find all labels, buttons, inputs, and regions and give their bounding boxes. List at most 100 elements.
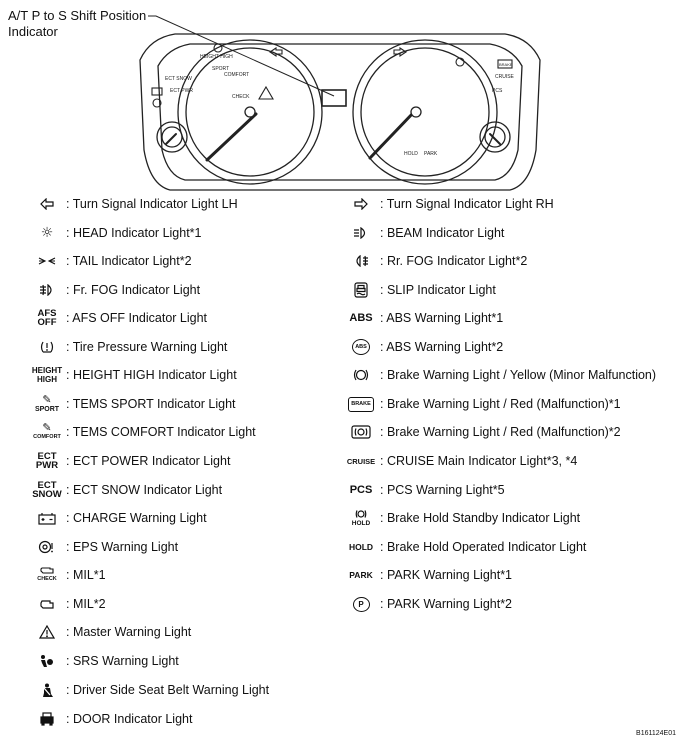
cluster-turn-left-icon [269,46,283,58]
legend-row-turn-right: : Turn Signal Indicator Light RH [344,193,554,215]
legend-text: : ECT SNOW Indicator Light [66,483,223,497]
legend-text: : PARK Warning Light*2 [380,597,513,611]
cluster-master-warning-icon [258,85,274,100]
brake-hold-operated-icon: HOLD [348,541,374,552]
cluster-eps-icon [152,98,162,108]
brake-hold-standby-icon: HOLD [344,509,378,528]
legend-row-srs: : SRS Warning Light [30,650,179,672]
ect-snow-icon: ECT SNOW [32,480,62,500]
right-small-gauge [479,121,511,153]
engine-check-icon: CHECK [30,566,64,584]
legend-text: : BEAM Indicator Light [380,226,505,240]
legend-row-charge: : CHARGE Warning Light [30,507,207,529]
legend-row-park2: P : PARK Warning Light*2 [344,593,512,615]
battery-icon [30,512,64,525]
legend-text: : AFS OFF Indicator Light [66,311,208,325]
legend-row-ect-snow: ECT SNOW : ECT SNOW Indicator Light [30,479,222,501]
legend-text: : HEIGHT HIGH Indicator Light [66,368,237,382]
tire-pressure-icon [30,340,64,354]
cluster-label-check: CHECK [232,94,250,100]
engine-icon [30,599,64,610]
legend-text: : CRUISE Main Indicator Light*3, *4 [380,454,578,468]
legend-row-ect-power: ECT PWR : ECT POWER Indicator Light [30,450,231,472]
park-circle-icon: P [344,596,378,612]
left-gauge-ring [177,39,323,185]
master-warning-icon [30,625,64,639]
cluster-brake-text-icon [497,59,513,69]
cluster-label-sport: SPORT [212,66,229,72]
legend-row-door: : DOOR Indicator Light [30,708,192,730]
legend-text: : ABS Warning Light*1 [380,311,504,325]
legend-row-abs1: ABS : ABS Warning Light*1 [344,307,503,329]
legend-text: : Fr. FOG Indicator Light [66,283,201,297]
legend-text: : HEAD Indicator Light*1 [66,226,202,240]
legend-text: : Brake Warning Light / Red (Malfunction… [380,425,621,439]
legend-text: : MIL*1 [66,568,106,582]
legend-row-mil2: : MIL*2 [30,593,106,615]
cluster-battery-icon [151,87,163,96]
abs-circle-icon: ABS [344,339,378,355]
legend-row-pcs: PCS : PCS Warning Light*5 [344,479,505,501]
cluster-label-pcs: PCS [492,88,503,94]
instrument-cluster: HEIGHT HIGH SPORT COMFORT ECT SNOW ECT P… [139,15,541,191]
front-fog-icon [30,284,64,296]
legend-text: : PARK Warning Light*1 [380,568,513,582]
legend-text: : Brake Hold Operated Indicator Light [380,540,587,554]
cruise-icon: CRUISE [346,456,376,466]
height-high-icon: HEIGHT HIGH [31,366,63,384]
park-text-icon: PARK [349,569,373,580]
legend-row-front-fog: : Fr. FOG Indicator Light [30,279,200,301]
legend-text: : Tire Pressure Warning Light [66,340,228,354]
legend-row-hold-standby: HOLD : Brake Hold Standby Indicator Ligh… [344,507,580,529]
brake-red-symbol-icon [344,425,378,439]
brake-red-text-icon: BRAKE [344,396,378,412]
tems-sport-icon: ✎SPORT [34,392,60,413]
tems-comfort-icon: ✎COMFORT [33,420,61,440]
legend-text: : Brake Hold Standby Indicator Light [380,511,581,525]
door-icon [30,712,64,726]
legend-row-height-high: HEIGHT HIGH : HEIGHT HIGH Indicator Ligh… [30,364,237,386]
left-small-needle [165,133,177,145]
cluster-label-brake: BRAKE [499,62,513,67]
beam-icon [344,227,378,239]
right-gauge-face [360,47,490,177]
figure-code: B161124E01 [636,730,676,737]
rear-fog-icon [344,255,378,267]
legend-text: : DOOR Indicator Light [66,712,193,726]
brake-yellow-icon [344,368,378,382]
legend-row-afs-off: AFS OFF : AFS OFF Indicator Light [30,307,208,329]
legend-text: : Driver Side Seat Belt Warning Light [66,683,270,697]
cluster-label-height: HEIGHT HIGH [200,54,233,60]
legend-text: : ECT POWER Indicator Light [66,454,231,468]
cluster-housing-inner [157,43,523,181]
legend-row-brake-red-symbol: : Brake Warning Light / Red (Malfunction… [344,421,621,443]
turn-right-icon [344,198,378,210]
callout-line-2: Indicator [8,24,58,39]
turn-left-icon [30,198,64,210]
legend-text: : SRS Warning Light [66,654,179,668]
legend-text: : CHARGE Warning Light [66,511,207,525]
legend-row-comfort: ✎COMFORT : TEMS COMFORT Indicator Light [30,421,256,443]
left-gauge-face [185,47,315,177]
legend-row-cruise: CRUISE : CRUISE Main Indicator Light*3, … [344,450,578,472]
right-gauge-ring [352,39,498,185]
legend-row-head: ☼ : HEAD Indicator Light*1 [30,222,202,244]
seatbelt-icon [30,683,64,698]
callout-leader [148,15,335,97]
head-light-icon: ☼ [40,225,54,241]
legend-row-rear-fog: : Rr. FOG Indicator Light*2 [344,250,527,272]
legend-text: : ABS Warning Light*2 [380,340,504,354]
legend-text: : TEMS SPORT Indicator Light [66,397,236,411]
legend-row-sport: ✎SPORT : TEMS SPORT Indicator Light [30,393,236,415]
right-gauge-needle [368,110,416,160]
cluster-label-park: PARK [424,151,438,157]
legend-text: : Brake Warning Light / Yellow (Minor Ma… [380,368,657,382]
cluster-label-cruise: CRUISE [495,74,515,80]
tail-light-icon [30,256,64,266]
legend-row-master: : Master Warning Light [30,621,191,643]
cluster-park-icon [455,57,465,67]
legend-row-hold-operated: HOLD : Brake Hold Operated Indicator Lig… [344,536,586,558]
legend-row-eps: : EPS Warning Light [30,536,178,558]
legend-row-seatbelt: : Driver Side Seat Belt Warning Light [30,679,269,701]
legend-row-abs2: ABS : ABS Warning Light*2 [344,336,503,358]
